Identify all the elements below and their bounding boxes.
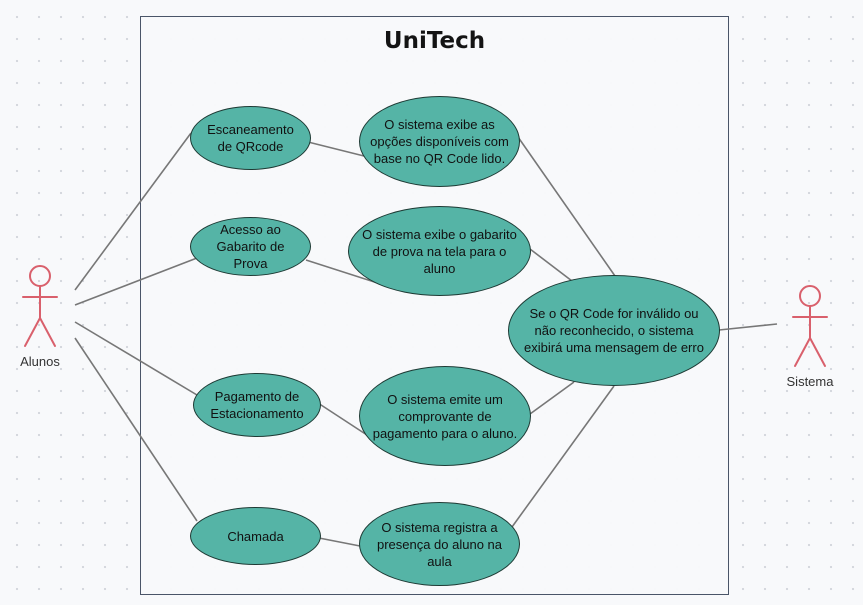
use-case-registra-presenca: O sistema registra a presença do aluno n… [359, 502, 520, 586]
link-exibe-gabarito-qr-invalido [529, 248, 573, 282]
stick-figure-icon [22, 265, 58, 347]
link-exibe-opcoes-qr-invalido [517, 136, 616, 277]
actor-alunos: Alunos [10, 264, 70, 369]
link-registra-presenca-qr-invalido [511, 385, 615, 528]
use-case-escaneamento: Escaneamento de QRcode [190, 106, 311, 170]
stick-figure-icon [792, 285, 828, 367]
link-alunos-pagamento [74, 321, 198, 396]
actor-sistema: Sistema [780, 284, 840, 389]
link-pagamento-emite-comprovante [317, 402, 371, 438]
actor-alunos-label: Alunos [20, 354, 60, 369]
use-case-pagamento: Pagamento de Estacionamento [193, 373, 321, 437]
use-case-acesso-gabarito: Acesso ao Gabarito de Prova [190, 217, 311, 276]
link-emite-comprovante-qr-invalido [529, 381, 575, 415]
actor-sistema-label: Sistema [786, 374, 834, 389]
use-case-exibe-gabarito: O sistema exibe o gabarito de prova na t… [348, 206, 531, 296]
link-alunos-acesso-gabarito [74, 257, 198, 306]
link-qr-invalido-sistema [718, 323, 778, 331]
use-case-emite-comprovante: O sistema emite um comprovante de pagame… [359, 366, 531, 466]
link-alunos-chamada [74, 337, 198, 522]
use-case-chamada: Chamada [190, 507, 321, 565]
link-escaneamento-exibe-opcoes [307, 141, 369, 158]
system-title: UniTech [383, 28, 486, 54]
link-alunos-escaneamento [74, 132, 192, 291]
link-chamada-registra-presenca [318, 537, 361, 547]
use-case-exibe-opcoes: O sistema exibe as opções disponíveis co… [359, 96, 520, 187]
use-case-qr-invalido: Se o QR Code for inválido ou não reconhe… [508, 275, 720, 386]
